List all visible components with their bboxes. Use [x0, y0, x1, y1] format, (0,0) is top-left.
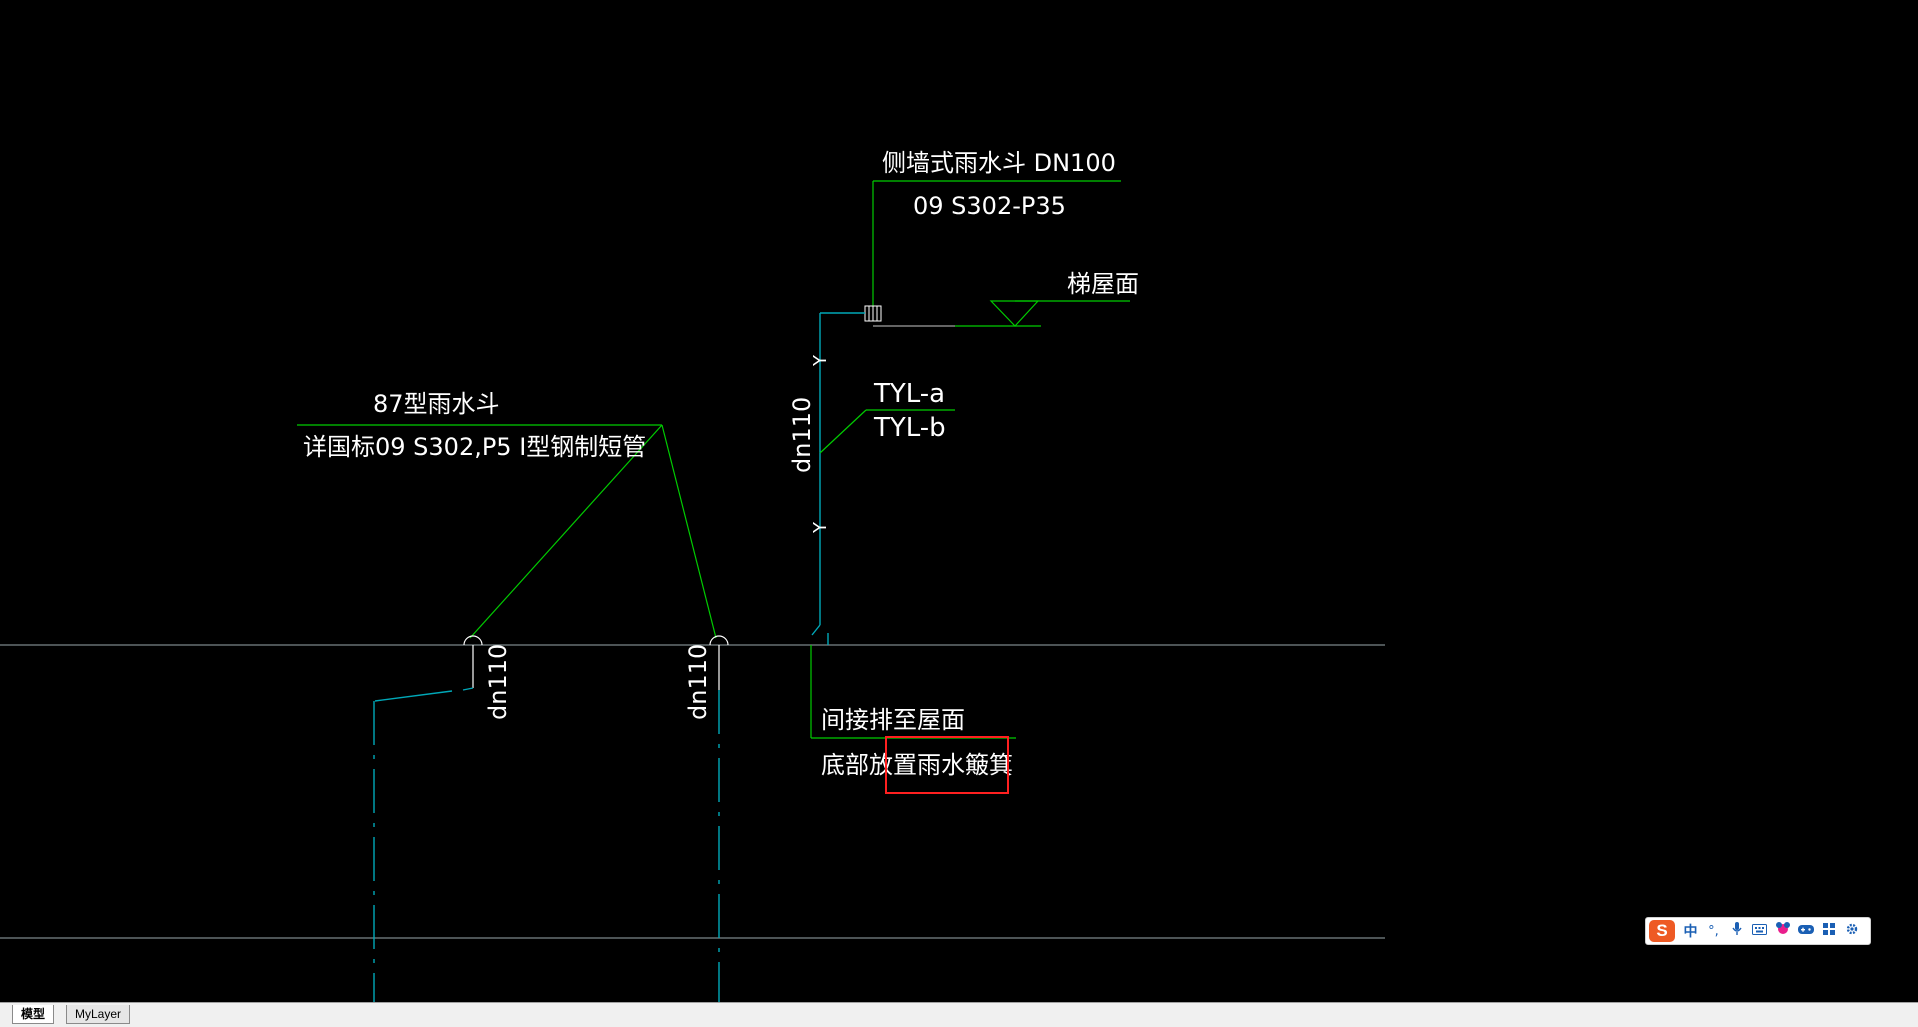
- middle-drain-pipe: [709, 635, 729, 1002]
- microphone-icon[interactable]: [1725, 922, 1748, 940]
- side-wall-drain-group: [864, 180, 1130, 327]
- label-pipe-a: TYL-a: [873, 379, 945, 409]
- label-dn-vertical: dn110: [788, 397, 816, 473]
- middle-drain-symbol: [709, 635, 729, 646]
- sogou-logo-icon[interactable]: S: [1649, 920, 1675, 942]
- game-icon[interactable]: [1794, 924, 1817, 939]
- grid-icon[interactable]: [1817, 923, 1840, 939]
- label-indirect-drain: 间接排至屋面: [821, 706, 965, 734]
- label-side-wall-drain: 侧墙式雨水斗 DN100: [882, 149, 1116, 177]
- keyboard-icon[interactable]: [1748, 923, 1771, 939]
- label-dn-left: dn110: [484, 644, 512, 720]
- drain87-leader: [297, 424, 717, 639]
- ime-toolbar[interactable]: S 中 °,: [1645, 917, 1871, 945]
- pipe-marker-y-2: Y: [810, 521, 831, 534]
- label-drain87: 87型雨水斗: [373, 390, 500, 418]
- left-drain-symbol: [463, 635, 483, 646]
- drawing-canvas[interactable]: 侧墙式雨水斗 DN100 09 S302-P35 梯屋面 Y Y dn110 T…: [0, 0, 1918, 1002]
- label-dn-mid: dn110: [684, 644, 712, 720]
- elevation-triangle-symbol: [989, 300, 1040, 327]
- label-bottom-basket: 底部放置雨水簸箕: [821, 751, 1013, 779]
- ime-punctuation-toggle[interactable]: °,: [1708, 923, 1719, 939]
- label-stair-roof: 梯屋面: [1067, 270, 1139, 298]
- ime-mode-toggle[interactable]: 中: [1683, 924, 1698, 940]
- tab-mylayer[interactable]: MyLayer: [66, 1005, 131, 1024]
- label-side-wall-std: 09 S302-P35: [913, 192, 1066, 220]
- label-pipe-b: TYL-b: [873, 413, 946, 443]
- canvas-background: [0, 0, 1918, 1002]
- left-drain-pipe: [373, 635, 483, 1002]
- pipe-marker-y-1: Y: [810, 354, 831, 367]
- layout-tab-bar: 模型 MyLayer: [0, 1002, 1918, 1027]
- tab-model[interactable]: 模型: [12, 1005, 55, 1024]
- settings-icon[interactable]: [1840, 922, 1863, 940]
- skin-icon[interactable]: [1771, 922, 1794, 940]
- highlight-box: [885, 736, 1009, 794]
- label-drain87-detail: 详国标09 S302,P5 I型钢制短管: [303, 433, 646, 461]
